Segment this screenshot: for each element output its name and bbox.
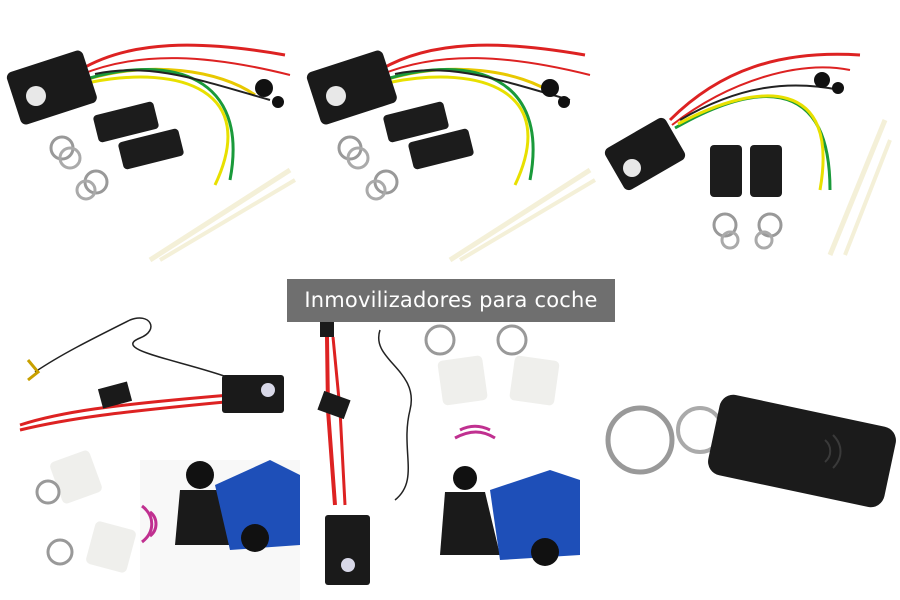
kit-illustration bbox=[6, 43, 297, 263]
product-image-kit-1[interactable] bbox=[0, 0, 300, 270]
product-image-keyfob[interactable] bbox=[600, 300, 900, 600]
kit-illustration bbox=[306, 43, 597, 263]
wiring-illustration bbox=[19, 317, 300, 600]
product-image-kit-3[interactable] bbox=[600, 0, 900, 270]
product-image-wiring-tags[interactable] bbox=[0, 300, 300, 600]
product-image-module-tags[interactable] bbox=[300, 300, 600, 600]
product-image-kit-2[interactable] bbox=[300, 0, 600, 270]
kit-illustration bbox=[604, 52, 892, 256]
keyfob-illustration bbox=[605, 394, 896, 508]
caption-banner: Inmovilizadores para coche bbox=[287, 279, 615, 322]
module-illustration bbox=[317, 315, 580, 585]
